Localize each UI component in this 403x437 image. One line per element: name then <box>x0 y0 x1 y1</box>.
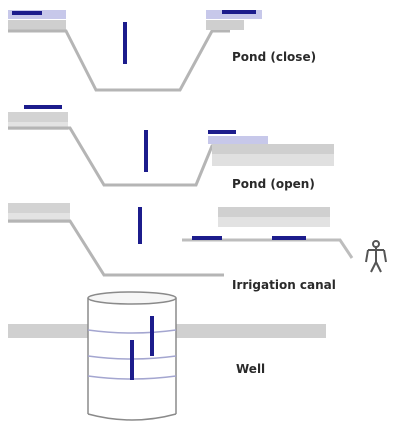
label-pond-open: Pond (open) <box>232 177 315 191</box>
ground-band-right <box>212 144 334 154</box>
panel-pond-open <box>8 105 334 187</box>
ground-band-left <box>8 203 70 213</box>
ground-band-left <box>8 112 68 122</box>
ground-band-upper-lower <box>218 217 330 227</box>
label-well: Well <box>236 362 266 376</box>
ground-band-left <box>8 324 88 338</box>
label-pond-closed: Pond (close) <box>232 50 317 64</box>
ground-band-left-lower <box>8 122 68 130</box>
panel-pond-closed <box>8 10 262 92</box>
ground-band-left-lower <box>8 213 70 223</box>
person-icon <box>365 240 387 273</box>
ground-band-right <box>206 20 244 30</box>
canal-outline <box>8 219 224 277</box>
ground-band-right <box>176 324 326 338</box>
canal-bank-right <box>182 238 354 259</box>
well-rim-top <box>87 291 177 305</box>
well-water-line-1 <box>87 329 177 334</box>
water-surface-right <box>206 10 262 19</box>
well-rim-bottom <box>87 413 177 421</box>
panel-well <box>8 291 326 421</box>
pond-outline <box>8 29 230 92</box>
label-irrigation-canal: Irrigation canal <box>232 278 336 292</box>
panel-irrigation-canal <box>8 203 387 277</box>
ground-band-right-lower <box>212 154 334 166</box>
water-surface-right <box>208 136 268 144</box>
ground-band-upper <box>218 207 330 217</box>
ground-band-left <box>8 20 66 32</box>
